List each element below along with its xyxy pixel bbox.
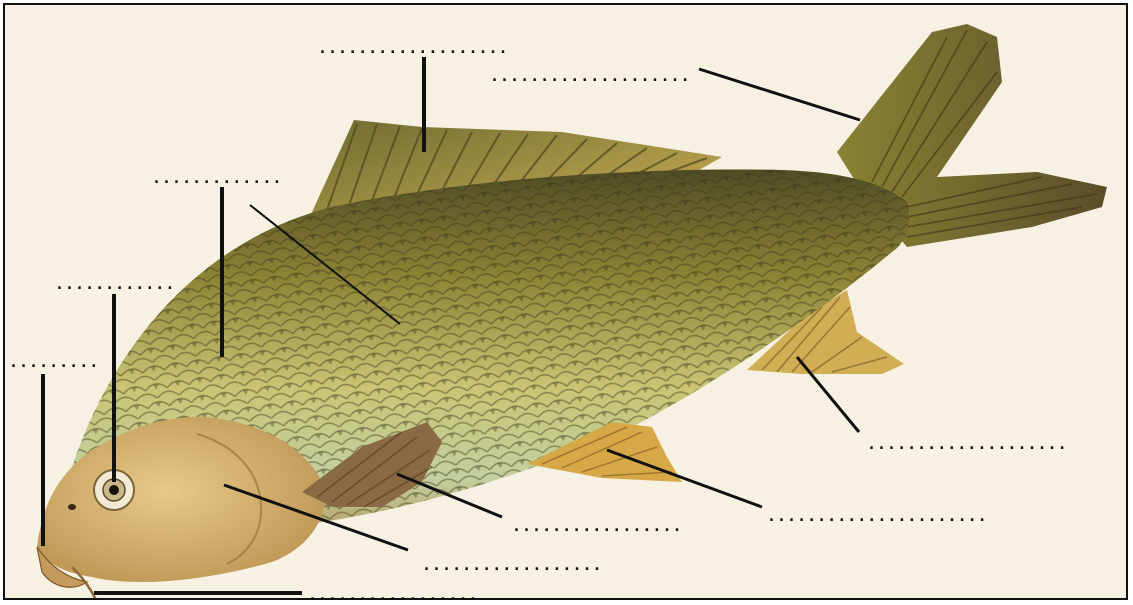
label-blank-nostril[interactable]: ...........: [9, 355, 97, 369]
label-blank-caudal-fin[interactable]: .........................: [490, 69, 692, 83]
label-blank-body[interactable]: ................: [152, 171, 280, 185]
fish-head: [37, 417, 325, 582]
label-blank-barbel[interactable]: .....................: [308, 588, 476, 600]
label-blank-pectoral-fin[interactable]: .....................: [512, 519, 680, 533]
label-blank-operculum[interactable]: ......................: [422, 558, 600, 572]
eye-pupil: [109, 485, 119, 495]
label-blank-anal-fin[interactable]: .........................: [867, 437, 1069, 451]
leader-caudal-fin: [699, 69, 860, 120]
label-blank-eye[interactable]: ...............: [55, 277, 173, 291]
label-blank-pelvic-fin[interactable]: ...........................: [767, 509, 989, 523]
label-blank-dorsal-fin[interactable]: ........................: [318, 41, 510, 55]
diagram-frame: ........................ ...............…: [3, 3, 1128, 600]
nostril-mark: [68, 504, 76, 510]
